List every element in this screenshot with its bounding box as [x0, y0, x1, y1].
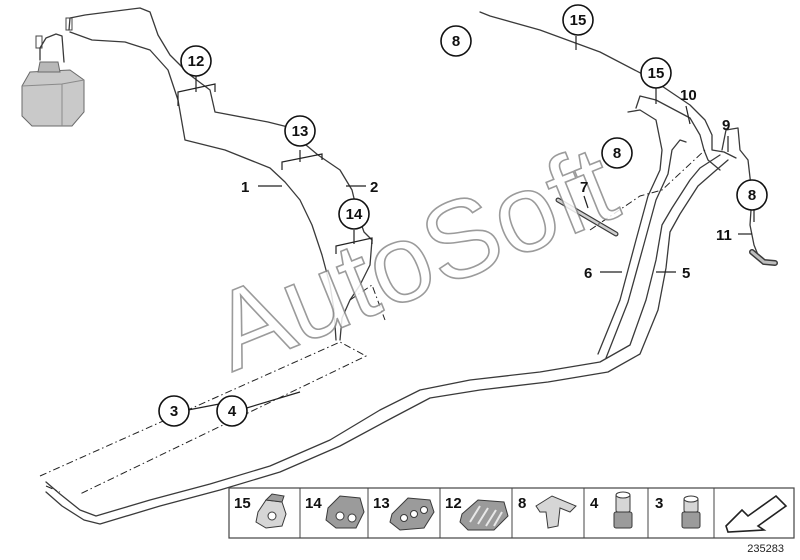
- strip-item-15: 15: [234, 493, 287, 529]
- strip-item-8: 8: [518, 495, 577, 529]
- svg-text:15: 15: [648, 65, 665, 82]
- svg-text:11: 11: [716, 227, 732, 244]
- svg-text:6: 6: [584, 265, 592, 282]
- callout-4: 4: [216, 395, 248, 427]
- svg-text:2: 2: [370, 179, 378, 196]
- callout-14: 14: [338, 198, 370, 230]
- watermark: AutoSoft: [194, 121, 633, 395]
- brake-line-clip-triple-icon: [389, 497, 435, 531]
- svg-text:1: 1: [241, 179, 249, 196]
- svg-text:14: 14: [346, 206, 363, 223]
- callout-15-mid: 15: [640, 57, 672, 89]
- callout-10: 10: [680, 87, 697, 104]
- svg-text:15: 15: [570, 12, 587, 29]
- bracket-clip-icon: [535, 495, 577, 529]
- brake-hose-11-icon: [749, 249, 778, 266]
- svg-text:13: 13: [292, 123, 309, 140]
- strip-item-12: 12: [445, 495, 509, 531]
- svg-text:13: 13: [373, 495, 390, 512]
- svg-text:3: 3: [655, 495, 663, 512]
- strip-item-13: 13: [373, 495, 435, 531]
- strip-item-4: 4: [590, 491, 633, 529]
- svg-text:12: 12: [445, 495, 462, 512]
- watermark-text: AutoSoft: [195, 122, 632, 394]
- leader-lines: [177, 36, 755, 411]
- callout-8-right: 8: [736, 179, 768, 211]
- svg-text:5: 5: [682, 265, 690, 282]
- svg-text:15: 15: [234, 495, 251, 512]
- callout-1: 1: [241, 179, 249, 196]
- svg-text:8: 8: [518, 495, 526, 512]
- callout-12: 12: [180, 45, 212, 77]
- brake-hose-7-icon: [555, 197, 619, 237]
- callout-6: 6: [584, 265, 592, 282]
- reference-dash-lines: [39, 149, 706, 495]
- hydraulic-unit-icon: [21, 17, 85, 127]
- callout-7: 7: [580, 179, 588, 196]
- callout-8-top: 8: [440, 25, 472, 57]
- svg-text:7: 7: [580, 179, 588, 196]
- callout-9: 9: [722, 117, 730, 134]
- svg-text:4: 4: [590, 495, 599, 512]
- svg-text:8: 8: [748, 187, 756, 204]
- callout-11: 11: [716, 227, 732, 244]
- svg-text:14: 14: [305, 495, 322, 512]
- callout-13: 13: [284, 115, 316, 147]
- callout-8-mid: 8: [601, 137, 633, 169]
- svg-text:3: 3: [170, 403, 178, 420]
- diagram-id: 235283: [747, 543, 784, 555]
- brake-line-clip-double-icon: [325, 495, 365, 529]
- svg-text:4: 4: [228, 403, 237, 420]
- direction-arrow-icon: [725, 494, 788, 533]
- callout-15-top: 15: [562, 4, 594, 36]
- svg-text:12: 12: [188, 53, 205, 70]
- strip-item-14: 14: [305, 495, 365, 529]
- brake-line-clip-quad-icon: [459, 499, 509, 531]
- svg-text:9: 9: [722, 117, 730, 134]
- parts-strip: 15 14 13 12: [228, 487, 795, 539]
- svg-text:8: 8: [452, 33, 460, 50]
- brake-line-underbody: [45, 11, 759, 525]
- threaded-union-long-icon: [613, 491, 633, 529]
- strip-item-3: 3: [655, 495, 701, 529]
- callout-3: 3: [158, 395, 190, 427]
- threaded-union-short-icon: [681, 495, 701, 529]
- brake-line-clip-single-icon: [255, 493, 287, 529]
- svg-text:8: 8: [613, 145, 621, 162]
- svg-text:10: 10: [680, 87, 697, 104]
- strip-item-arrow: [725, 494, 788, 533]
- callout-2: 2: [370, 179, 378, 196]
- callout-5: 5: [682, 265, 690, 282]
